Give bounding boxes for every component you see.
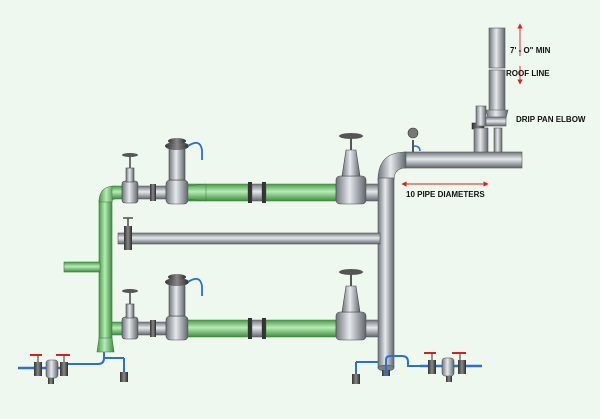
discharge-header (377, 151, 523, 376)
upper-inlet-gate-valve (121, 153, 139, 204)
vent-stack (471, 27, 509, 155)
lower-prv-train (111, 269, 379, 341)
upper-pressure-reducing-valve (165, 138, 203, 205)
min-height-label: 7' - O" MIN (510, 46, 551, 55)
roof-line-label: ROOF LINE (506, 69, 550, 78)
left-trap-assembly (18, 352, 128, 384)
upper-outlet-gate-valve (335, 133, 367, 205)
lower-inlet-gate-valve (121, 289, 139, 340)
drip-pan-elbow-label: DRIP PAN ELBOW (516, 115, 586, 124)
bypass-line (117, 217, 381, 250)
pipe-diameters-label: 10 PIPE DIAMETERS (406, 190, 485, 199)
supply-riser (63, 185, 116, 353)
pressure-gauge (407, 127, 421, 152)
supply-inlet (63, 261, 101, 273)
lower-outlet-gate-valve (335, 269, 367, 341)
lower-pressure-reducing-valve (165, 274, 203, 341)
upper-prv-train (111, 133, 379, 205)
right-trap-assembly (352, 352, 482, 384)
